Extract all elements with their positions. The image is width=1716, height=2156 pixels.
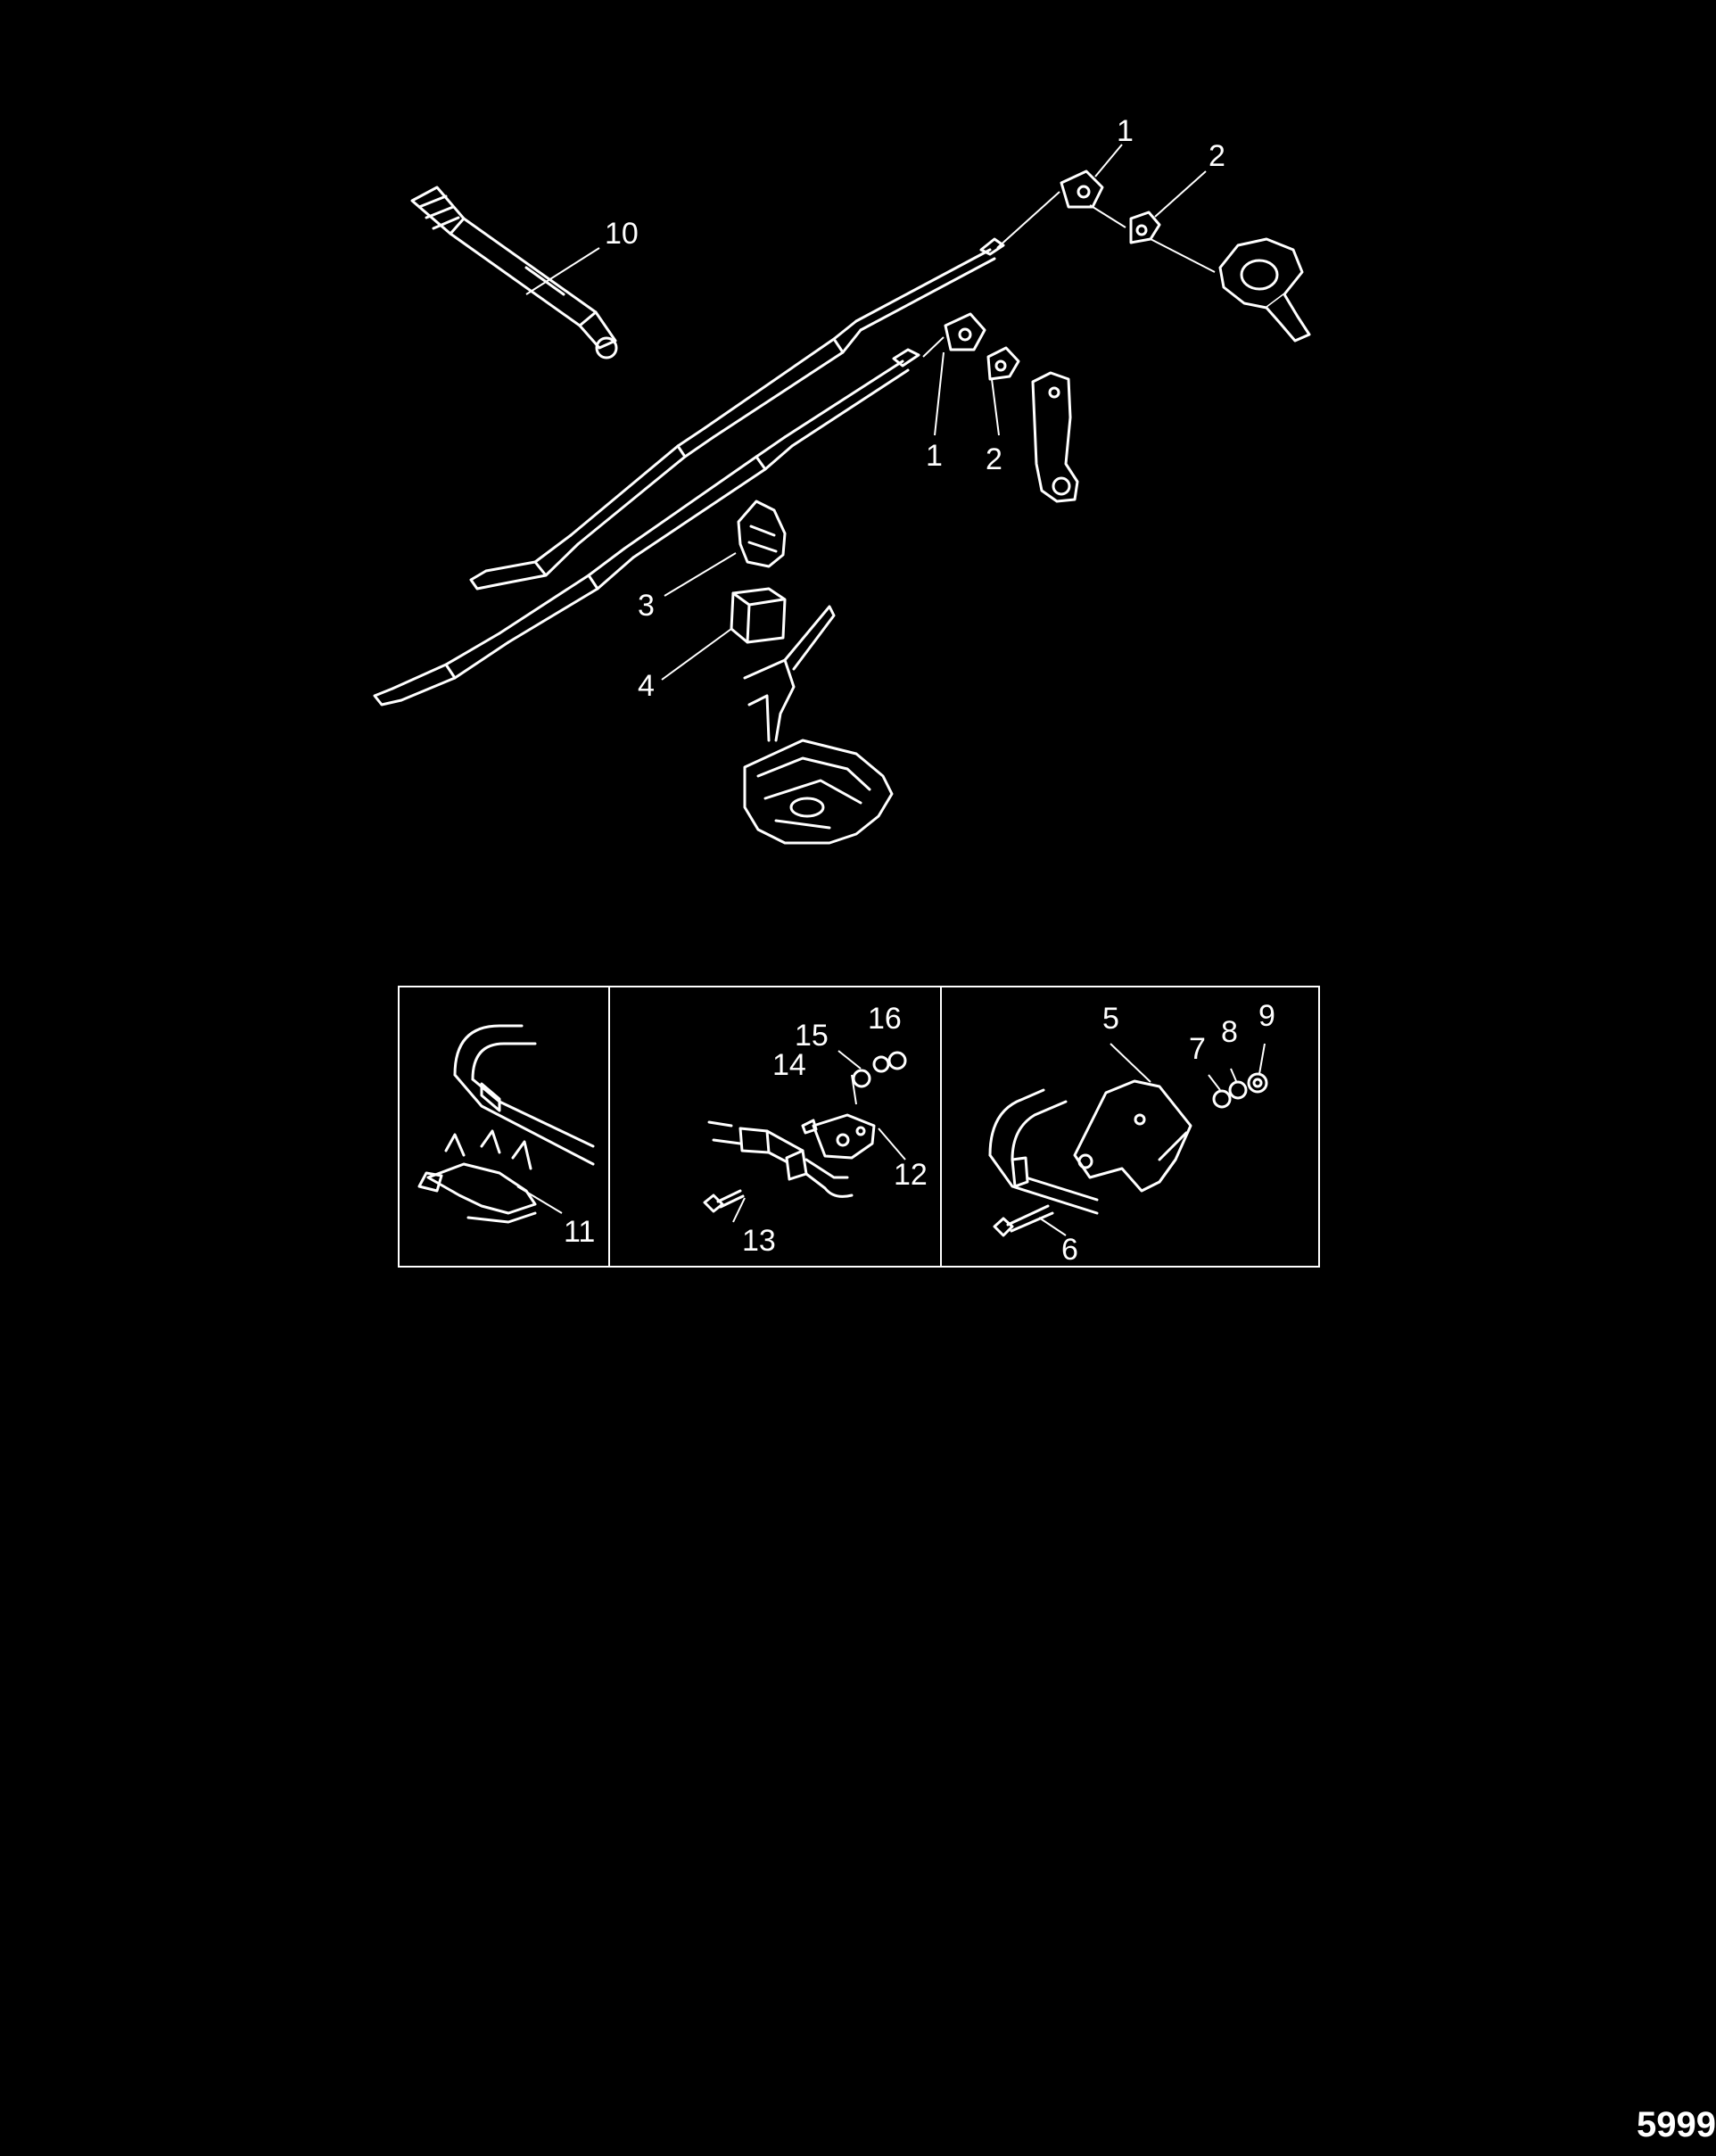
detail-frame: [398, 986, 1320, 1268]
document-number: 5999: [1637, 2105, 1716, 2144]
leader-3: [664, 552, 737, 597]
leader-1a: [1094, 144, 1123, 178]
part-1-upper-clip: [1060, 169, 1104, 209]
callout-1-upper: 1: [1117, 114, 1134, 148]
callout-10: 10: [605, 217, 639, 251]
throttle-lever: [1218, 237, 1311, 343]
callout-7: 7: [1189, 1032, 1206, 1066]
part-2-lower-retainer: [986, 346, 1020, 381]
callout-5: 5: [1102, 1002, 1119, 1036]
callout-2-lower: 2: [986, 442, 1002, 476]
part-4-block: [730, 587, 787, 644]
callout-13: 13: [742, 1224, 776, 1258]
panel-b-parts-12-16: [703, 1050, 907, 1223]
callout-12: 12: [894, 1158, 928, 1192]
leader-10: [525, 247, 600, 295]
leader-2a: [1154, 170, 1207, 218]
callout-2-upper: 2: [1209, 139, 1225, 173]
part-3-bracket: [737, 500, 787, 568]
part-2-upper-retainer: [1129, 211, 1161, 244]
lower-control-cable: [373, 348, 920, 706]
callout-8: 8: [1221, 1015, 1238, 1049]
callout-4: 4: [638, 669, 655, 703]
callout-11: 11: [564, 1215, 595, 1249]
callout-1-lower: 1: [926, 439, 943, 473]
callout-9: 9: [1258, 999, 1275, 1033]
callout-3: 3: [638, 589, 655, 623]
callout-15: 15: [795, 1019, 829, 1053]
panel-a-part-11: [417, 1024, 595, 1224]
leader-1b: [934, 351, 945, 436]
callout-16: 16: [868, 1002, 902, 1036]
callout-6: 6: [1061, 1233, 1078, 1267]
part-1-lower-clip: [944, 312, 986, 351]
engine-block-fragment: [743, 605, 894, 845]
leader-2b: [991, 378, 1000, 436]
shift-lever: [1031, 371, 1079, 503]
callout-14: 14: [772, 1048, 806, 1082]
upper-control-cable: [469, 237, 1005, 591]
detail-panels: [398, 986, 1320, 1268]
leader-4: [661, 628, 732, 681]
panel-c-parts-5-9: [988, 1043, 1268, 1237]
part-10-cable-end: [410, 186, 618, 359]
